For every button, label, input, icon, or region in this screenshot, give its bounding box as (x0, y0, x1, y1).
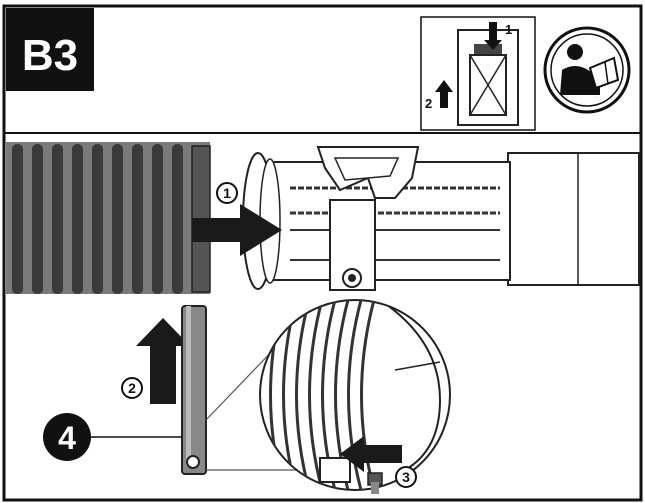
corrugated-hose (6, 142, 211, 294)
hose-rib (112, 144, 123, 294)
detail-rib (295, 300, 311, 490)
hose-rib (172, 144, 183, 294)
hose-rib (152, 144, 163, 294)
svg-text:2: 2 (128, 380, 136, 396)
svg-text:3: 3 (402, 469, 410, 485)
thumb-label-1: 1 (505, 22, 512, 37)
read-manual-icon (543, 26, 631, 114)
detail-rib (308, 300, 324, 490)
assembly-thumbnail-icon: 1 2 (420, 16, 536, 131)
locking-pin (181, 305, 207, 475)
hose-rib (32, 144, 43, 294)
magnifier-guide-top (205, 344, 279, 421)
svg-text:1: 1 (223, 185, 231, 201)
detail-rib (347, 300, 363, 490)
callout-3: 3 (395, 466, 417, 488)
step-label: B3 (22, 31, 78, 80)
step-badge: B3 (6, 8, 94, 91)
push-arrow-3 (340, 436, 402, 472)
hose-rib (72, 144, 83, 294)
hose-rib (52, 144, 63, 294)
svg-text:4: 4 (58, 420, 76, 456)
push-arrow-1 (192, 204, 282, 256)
thumb-label-2: 2 (425, 96, 432, 111)
blower-tube (242, 146, 640, 291)
callout-4: 4 (43, 413, 182, 461)
hose-rib (12, 144, 23, 294)
push-arrow-2 (136, 318, 190, 404)
callout-2: 2 (121, 377, 143, 399)
detail-rib (360, 300, 376, 490)
callout-1: 1 (216, 182, 238, 204)
screw (367, 472, 383, 494)
hose-rib (132, 144, 143, 294)
hose-rib (92, 144, 103, 294)
